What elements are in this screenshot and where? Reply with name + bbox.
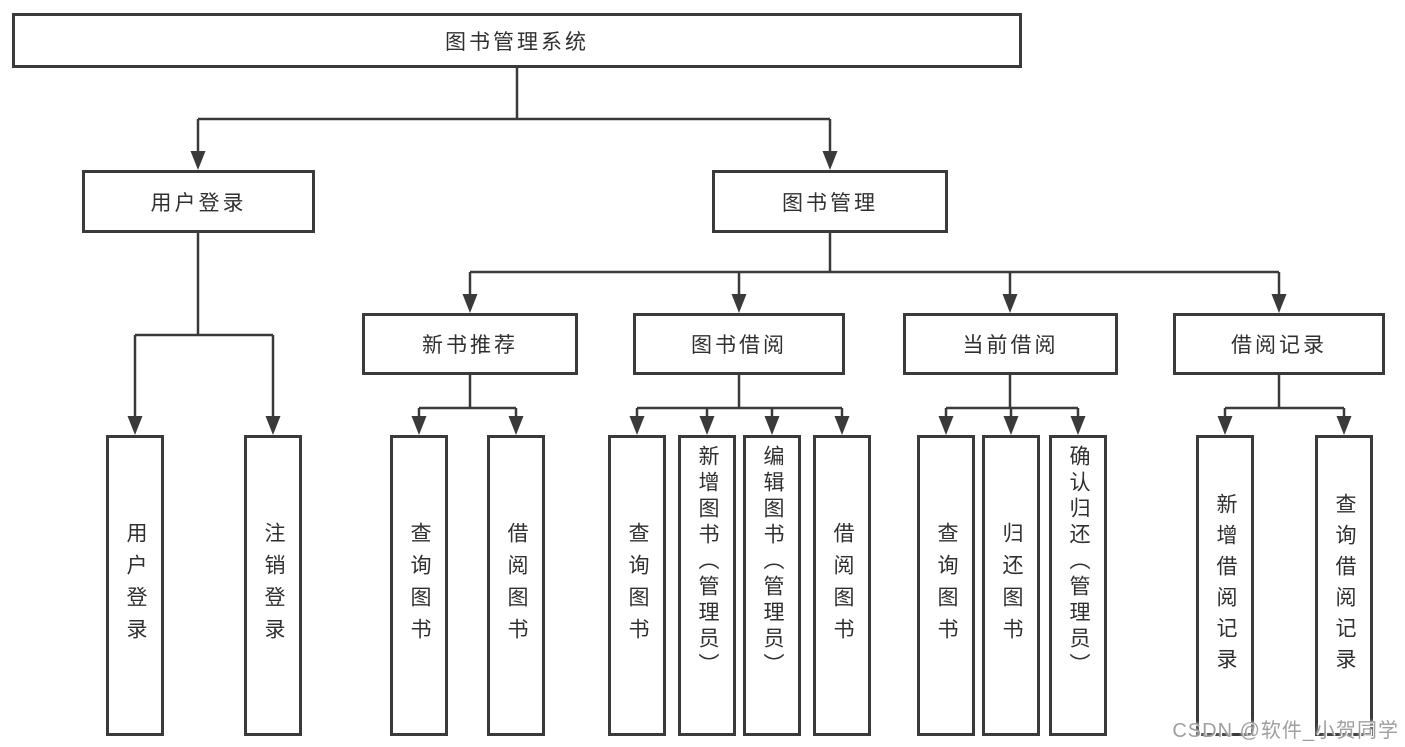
leaf-bb-query-books-label: 查询图书	[626, 521, 649, 650]
leaf-cb-return-books: 归还图书	[982, 435, 1040, 736]
leaf-br-add-record-label: 新增借阅记录	[1214, 492, 1237, 679]
leaf-logout-label: 注销登录	[262, 521, 285, 650]
node-root: 图书管理系统	[12, 13, 1022, 68]
node-new-book-recommend-label: 新书推荐	[422, 334, 518, 357]
leaf-bb-edit-books-admin: 编辑图书（管理员）	[743, 435, 801, 736]
watermark: CSDN @软件_小贺同学	[1172, 720, 1399, 742]
node-book-borrowing: 图书借阅	[633, 313, 845, 375]
leaf-bb-query-books: 查询图书	[608, 435, 666, 736]
leaf-user-login: 用户登录	[106, 435, 164, 736]
leaf-br-query-record-label: 查询借阅记录	[1333, 492, 1356, 679]
node-user-login-label: 用户登录	[150, 191, 247, 215]
leaf-cb-query-books: 查询图书	[917, 435, 975, 736]
node-borrow-records: 借阅记录	[1173, 313, 1385, 375]
node-user-login: 用户登录	[82, 170, 315, 233]
leaf-bb-borrow-books: 借阅图书	[813, 435, 871, 736]
node-book-management: 图书管理	[712, 170, 948, 233]
leaf-user-login-label: 用户登录	[124, 521, 147, 650]
node-borrow-records-label: 借阅记录	[1231, 334, 1327, 357]
leaf-nb-borrow-books-label: 借阅图书	[505, 521, 528, 650]
leaf-cb-confirm-return-admin: 确认归还（管理员）	[1049, 435, 1107, 736]
leaf-br-add-record: 新增借阅记录	[1196, 435, 1254, 736]
leaf-br-query-record: 查询借阅记录	[1315, 435, 1373, 736]
leaf-bb-borrow-books-label: 借阅图书	[831, 521, 854, 650]
leaf-nb-query-books-label: 查询图书	[408, 521, 431, 650]
node-current-borrowing-label: 当前借阅	[962, 334, 1059, 357]
leaf-bb-add-books-admin: 新增图书（管理员）	[678, 435, 736, 736]
leaf-bb-add-books-admin-label: 新增图书（管理员）	[696, 445, 719, 679]
leaf-bb-edit-books-admin-label: 编辑图书（管理员）	[761, 445, 784, 679]
node-current-borrowing: 当前借阅	[903, 313, 1118, 375]
node-new-book-recommend: 新书推荐	[362, 313, 578, 375]
leaf-logout: 注销登录	[244, 435, 302, 736]
node-root-label: 图书管理系统	[445, 30, 589, 54]
leaf-cb-confirm-return-admin-label: 确认归还（管理员）	[1067, 445, 1090, 679]
node-book-borrowing-label: 图书借阅	[691, 334, 787, 357]
leaf-nb-borrow-books: 借阅图书	[487, 435, 545, 736]
leaf-nb-query-books: 查询图书	[390, 435, 448, 736]
leaf-cb-return-books-label: 归还图书	[1000, 521, 1023, 650]
node-book-management-label: 图书管理	[782, 191, 878, 215]
leaf-cb-query-books-label: 查询图书	[935, 521, 958, 650]
